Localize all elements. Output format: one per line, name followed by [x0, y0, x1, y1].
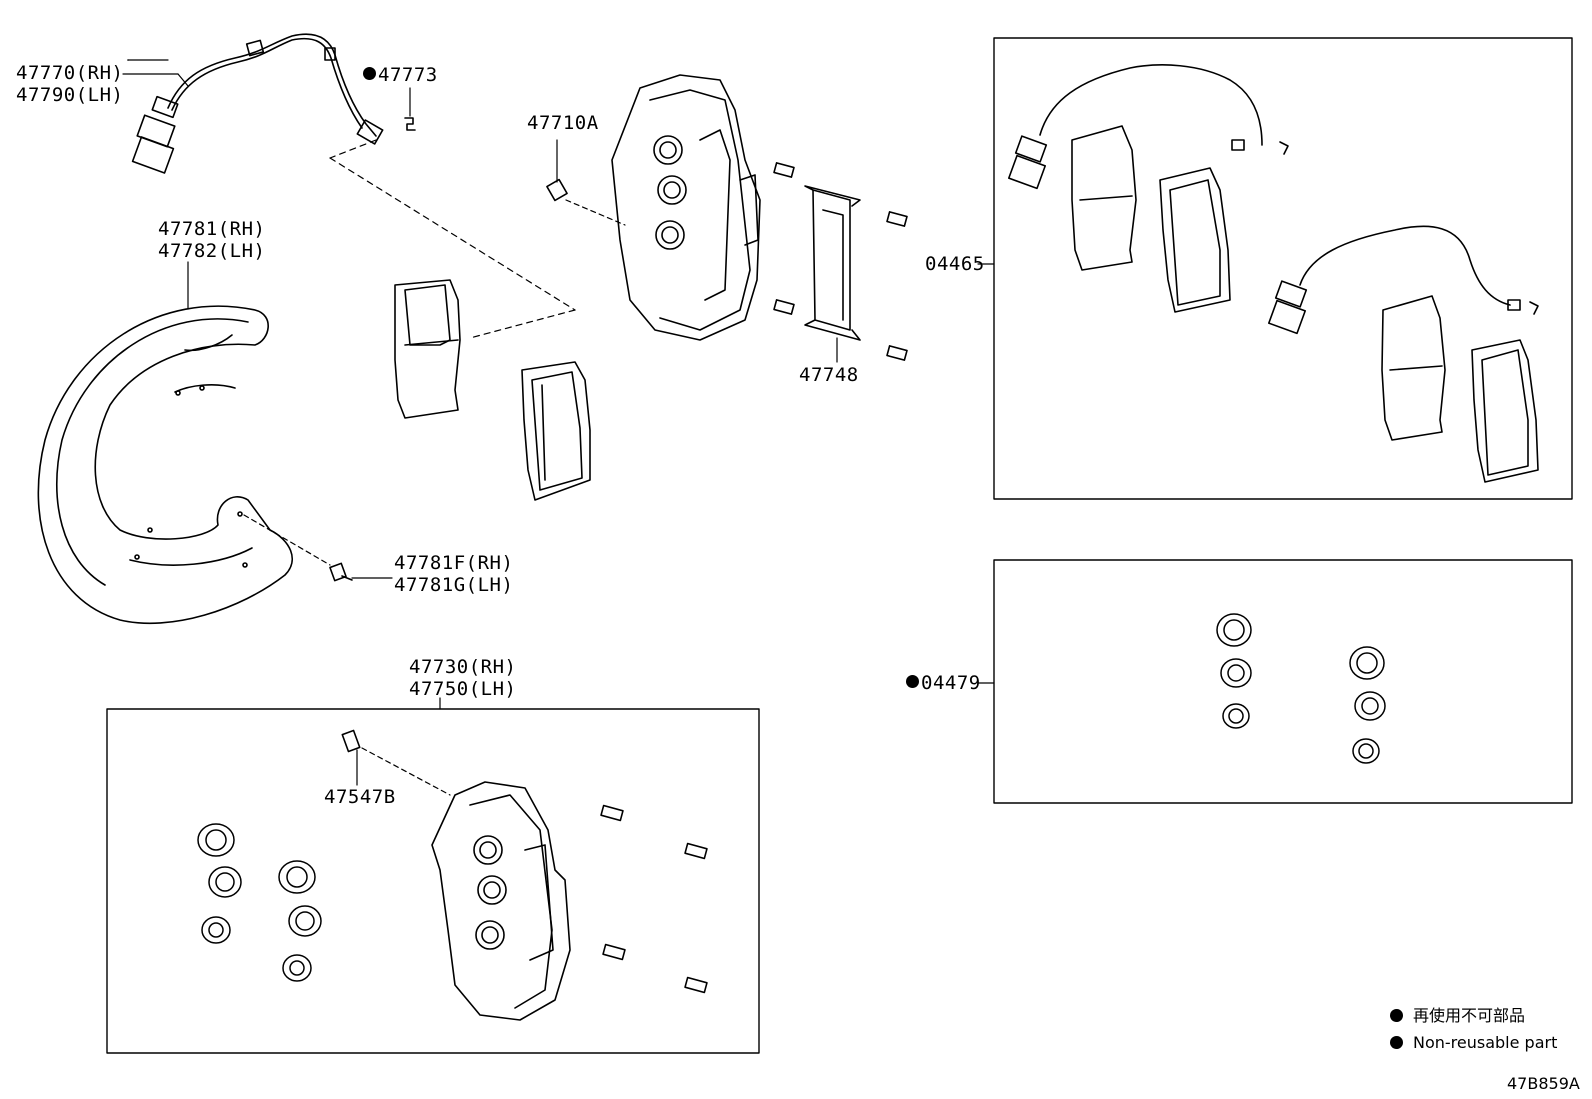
speed-sensor-icon [127, 33, 384, 174]
pad-kit-box [993, 37, 1573, 500]
legend: 再使用不可部品 Non-reusable part [1390, 1002, 1557, 1056]
caliper-assy-lh: 47750(LH) [409, 678, 517, 700]
bleeder-plug-label: 47710A [527, 112, 599, 134]
caliper-bleeder-icon [341, 729, 451, 796]
clip-number: 47773 [378, 64, 438, 86]
bleeder-plug-icon [546, 139, 626, 226]
pad-kit-label: 04465 [925, 253, 985, 275]
anti-squeal-kit-icon [773, 162, 908, 363]
legend-row-en: Non-reusable part [1390, 1029, 1557, 1056]
speed-sensor-rh: 47770(RH) [16, 62, 124, 84]
non-reusable-dot-icon [1390, 1036, 1403, 1049]
brake-pad-icon [394, 279, 461, 419]
caliper-pins-icon [600, 804, 708, 994]
caliper-seals-icon [197, 823, 322, 982]
bleeder-plug-number: 47710A [527, 112, 599, 134]
speed-sensor-label: 47770(RH) 47790(LH) [16, 62, 123, 106]
anti-squeal-kit-label: 47748 [799, 364, 859, 386]
seal-kit-number: 04479 [921, 672, 981, 694]
pad-kit-number: 04465 [925, 253, 985, 275]
dust-cover-lh: 47782(LH) [158, 240, 266, 262]
seal-kit-label: 04479 [906, 672, 981, 694]
brake-pad-icon [521, 361, 591, 501]
dust-cover-rh: 47781(RH) [158, 218, 266, 240]
caliper-bleeder-number: 47547B [324, 786, 396, 808]
cover-bolt-lh: 47781G(LH) [394, 574, 514, 596]
caliper-assy-label: 47730(RH) 47750(LH) [409, 656, 516, 700]
cover-bolt-icon [243, 514, 393, 582]
pad-kit-sensor-icon [1008, 64, 1539, 335]
caliper-assy-icon [431, 781, 571, 1021]
cover-bolt-label: 47781F(RH) 47781G(LH) [394, 552, 513, 596]
non-reusable-dot-icon [1390, 1009, 1403, 1022]
legend-row-jp: 再使用不可部品 [1390, 1002, 1557, 1029]
caliper-assy-box [106, 708, 760, 1054]
clip-label: 47773 [363, 64, 438, 86]
dust-cover-label: 47781(RH) 47782(LH) [158, 218, 265, 262]
seal-kit-box [993, 559, 1573, 804]
diagram-code: 47B859A [1507, 1074, 1580, 1093]
anti-squeal-kit-number: 47748 [799, 364, 859, 386]
non-reusable-dot-icon [906, 675, 919, 688]
non-reusable-dot-icon [363, 67, 376, 80]
brake-caliper-icon [611, 74, 761, 341]
seal-kit-icon [1216, 613, 1386, 764]
caliper-bleeder-label: 47547B [324, 786, 396, 808]
speed-sensor-lh: 47790(LH) [16, 84, 124, 106]
clip-icon [404, 87, 416, 131]
dust-cover-icon [37, 261, 294, 625]
legend-text-en: Non-reusable part [1413, 1033, 1558, 1052]
cover-bolt-rh: 47781F(RH) [394, 552, 514, 574]
caliper-assy-rh: 47730(RH) [409, 656, 517, 678]
pad-kit-pads-icon [1071, 125, 1539, 483]
legend-text-jp: 再使用不可部品 [1413, 1006, 1526, 1025]
